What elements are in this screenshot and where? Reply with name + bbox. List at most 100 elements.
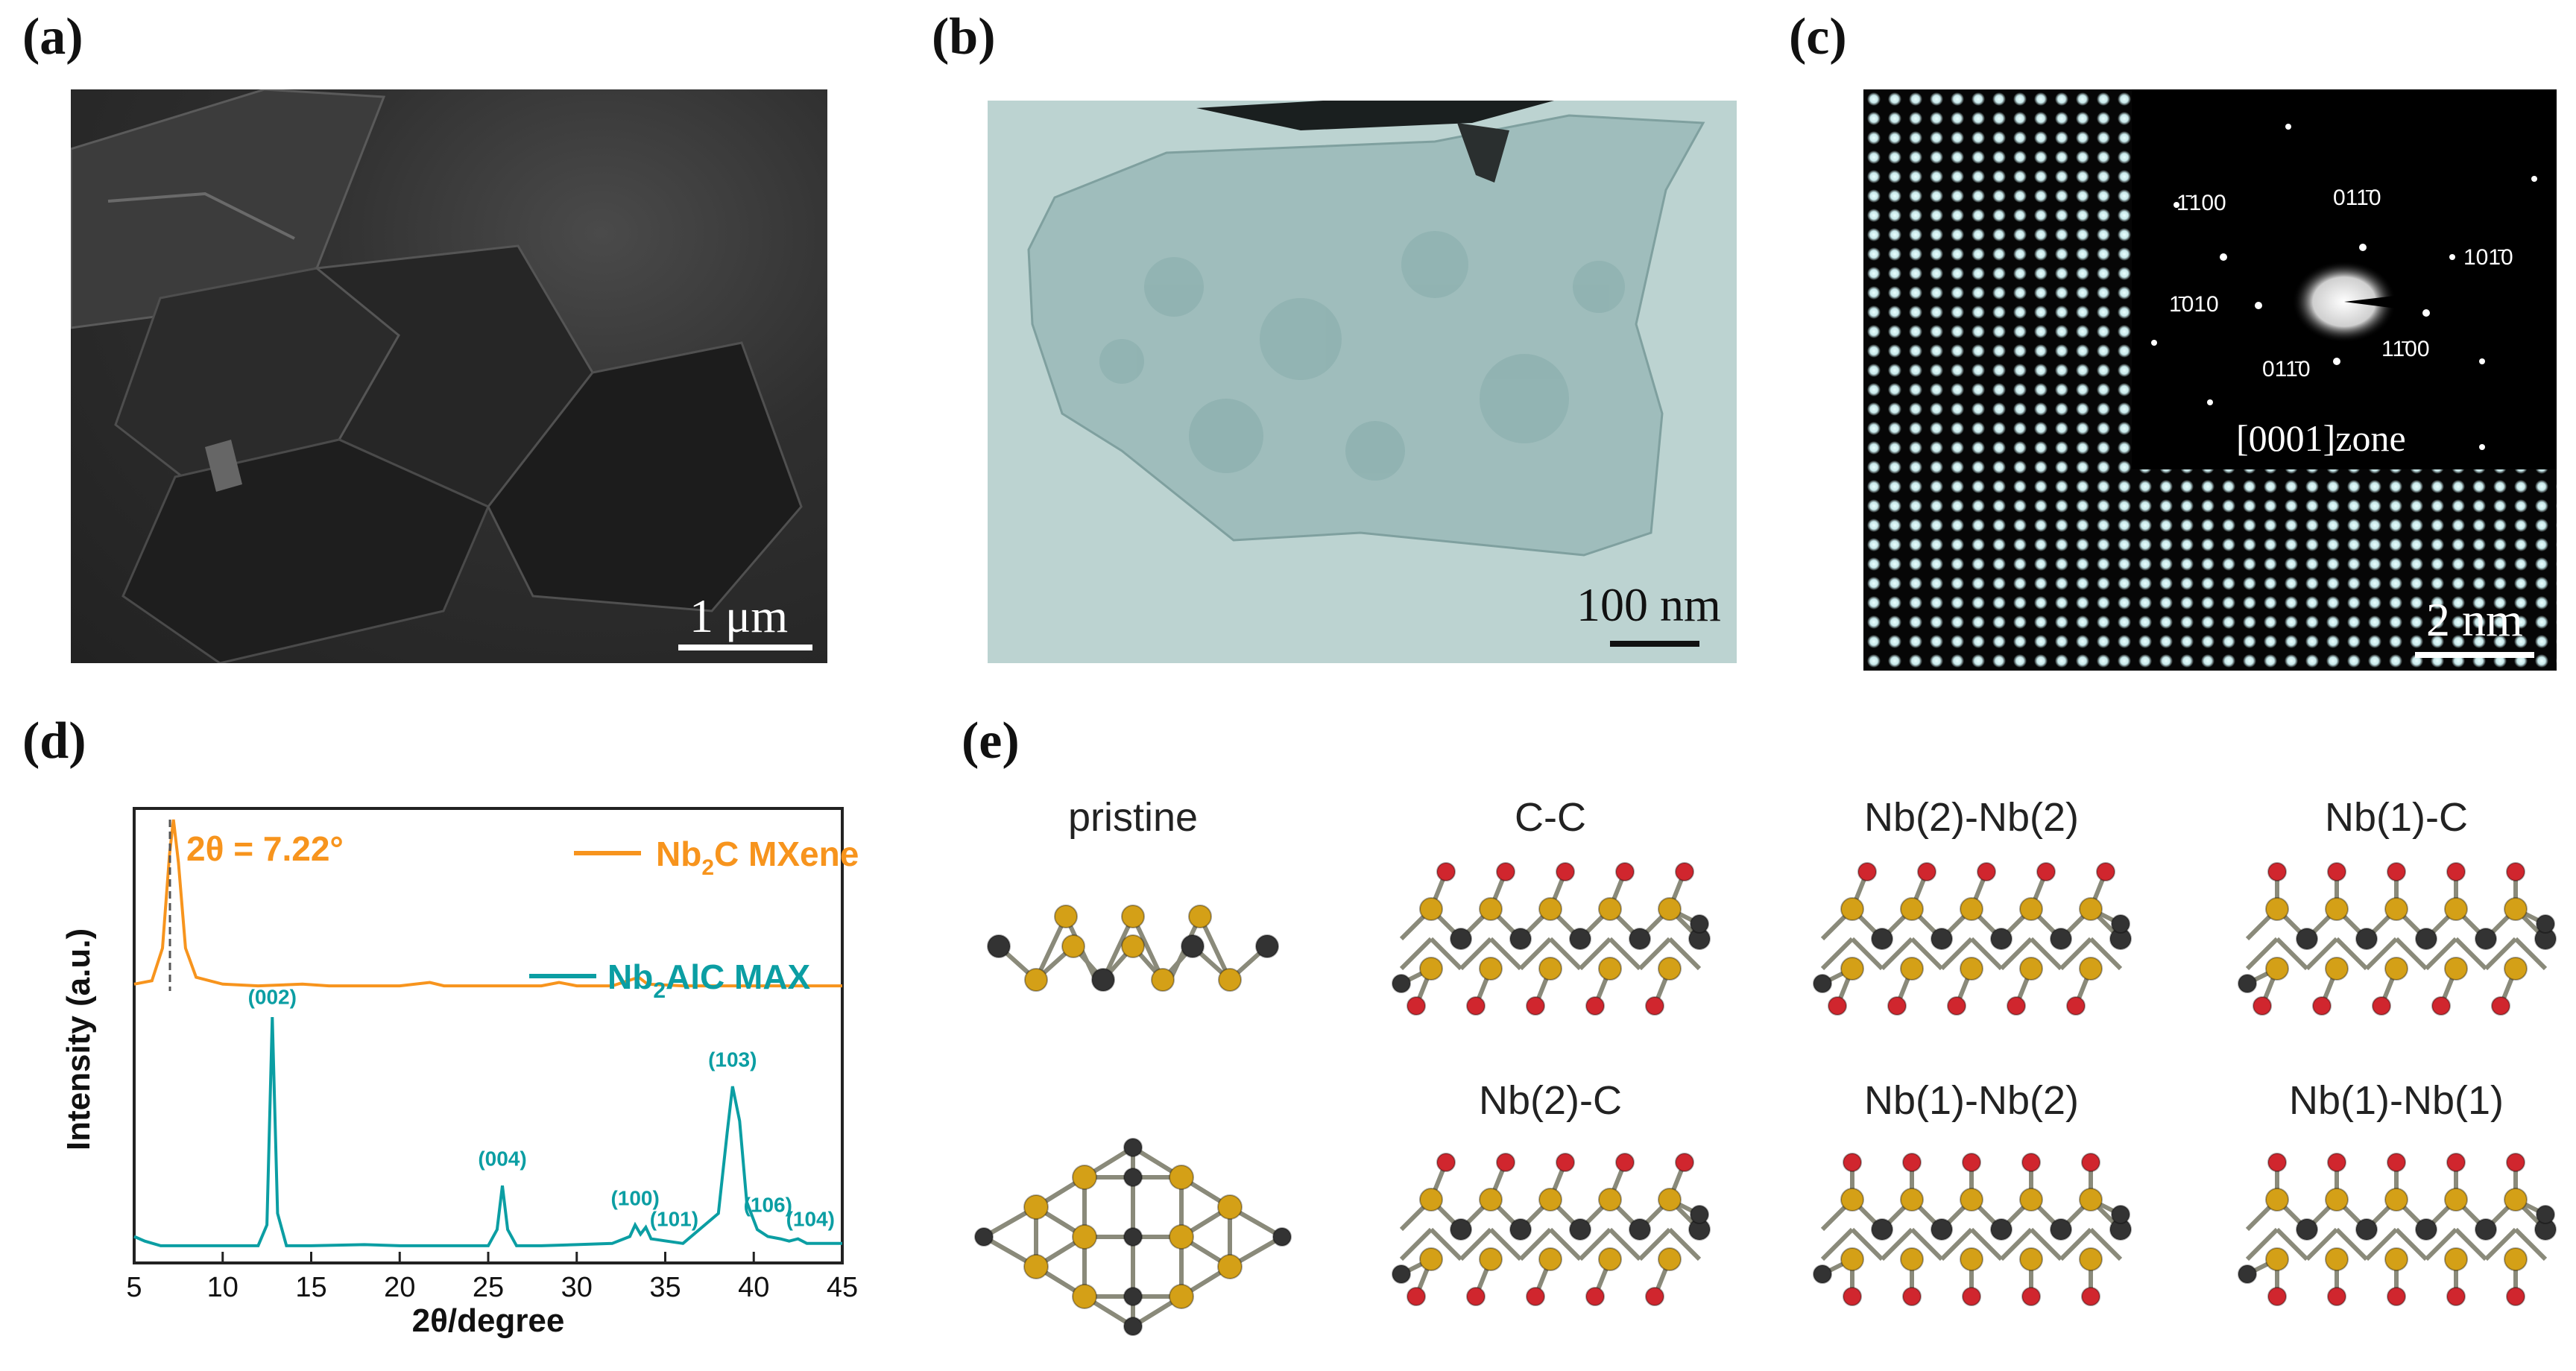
bond xyxy=(1608,1227,1642,1261)
niobium-atom xyxy=(2325,1188,2349,1212)
bond xyxy=(1101,915,1135,981)
oxygen-atom xyxy=(1947,996,1966,1016)
oxygen-atom xyxy=(1857,862,1877,881)
carbon-atom xyxy=(1123,1227,1143,1247)
oxygen-atom xyxy=(1556,862,1575,881)
carbon-atom xyxy=(1931,1218,1953,1241)
tem-image: 100 nm xyxy=(988,101,1737,663)
peak-label: (100) xyxy=(610,1186,659,1209)
niobium-atom xyxy=(1072,1165,1097,1190)
bond xyxy=(1638,937,1672,971)
x-tick-label: 25 xyxy=(473,1272,504,1303)
bond xyxy=(1198,915,1232,981)
niobium-atom xyxy=(1217,1194,1243,1220)
niobium-atom xyxy=(2504,1188,2528,1212)
niobium-atom xyxy=(1023,1254,1049,1279)
bond xyxy=(2513,937,2548,971)
oxygen-atom xyxy=(2253,996,2272,1016)
oxygen-atom xyxy=(2387,1287,2406,1306)
zone-axis-label: [0001]zone xyxy=(2236,417,2406,459)
carbon-atom xyxy=(2050,928,2072,950)
oxygen-atom xyxy=(1436,1153,1456,1172)
carbon-atom xyxy=(1629,928,1651,950)
x-tick-label: 20 xyxy=(384,1272,415,1303)
carbon-atom xyxy=(2536,1205,2555,1224)
bond xyxy=(1548,937,1582,971)
oxygen-atom xyxy=(1962,1153,1981,1172)
niobium-atom xyxy=(2384,957,2408,981)
oxygen-atom xyxy=(2267,1153,2287,1172)
bond xyxy=(1429,1227,1463,1261)
niobium-atom xyxy=(1218,968,1242,992)
niobium-atom xyxy=(1061,934,1085,958)
bond xyxy=(1910,1227,1944,1261)
bond xyxy=(1939,937,1974,971)
bond xyxy=(2275,937,2309,971)
carbon-atom xyxy=(1272,1227,1292,1247)
structure-label: pristine xyxy=(1068,795,1198,840)
bond xyxy=(2059,937,2093,971)
structure-label: Nb(1)-C xyxy=(2325,795,2468,840)
bond xyxy=(2089,937,2123,971)
structure-label: Nb(1)-Nb(1) xyxy=(2289,1078,2504,1123)
carbon-atom xyxy=(1690,1205,1709,1224)
niobium-atom xyxy=(1900,897,1924,921)
niobium-atom xyxy=(1840,1247,1864,1271)
plot-frame xyxy=(133,807,844,1264)
oxygen-atom xyxy=(1615,862,1635,881)
bond xyxy=(2454,937,2488,971)
oxygen-atom xyxy=(1496,1153,1515,1172)
niobium-atom xyxy=(1960,1247,1983,1271)
bond xyxy=(2059,1227,2093,1261)
carbon-atom xyxy=(1123,1287,1143,1306)
niobium-atom xyxy=(1598,1188,1622,1212)
niobium-atom xyxy=(1900,957,1924,981)
x-tick-label: 30 xyxy=(561,1272,593,1303)
niobium-atom xyxy=(2325,1247,2349,1271)
x-tick-label: 5 xyxy=(126,1272,142,1303)
oxygen-atom xyxy=(1917,862,1936,881)
sem-flakes xyxy=(71,89,803,663)
bond xyxy=(2513,1227,2548,1261)
bond xyxy=(1999,937,2033,971)
niobium-atom xyxy=(1658,1188,1682,1212)
bond xyxy=(2394,1227,2428,1261)
niobium-atom xyxy=(1169,1224,1194,1250)
niobium-atom xyxy=(1419,897,1443,921)
carbon-atom xyxy=(1392,1264,1411,1284)
bond xyxy=(2424,1227,2458,1261)
bond xyxy=(1910,937,1944,971)
peak-label: (101) xyxy=(650,1207,698,1230)
niobium-atom xyxy=(2265,1247,2289,1271)
bond xyxy=(2089,1227,2123,1261)
carbon-atom xyxy=(1871,1218,1893,1241)
bond xyxy=(2334,1227,2369,1261)
oxygen-atom xyxy=(1962,1287,1981,1306)
carbon-atom xyxy=(1990,928,2012,950)
oxygen-atom xyxy=(1585,996,1605,1016)
oxygen-atom xyxy=(2096,862,2115,881)
niobium-atom xyxy=(2019,897,2043,921)
saed-spot-label: 1̄100 xyxy=(2176,191,2226,215)
oxygen-atom xyxy=(2066,996,2086,1016)
niobium-atom xyxy=(1151,968,1175,992)
oxygen-atom xyxy=(1645,1287,1664,1306)
x-tick-label: 15 xyxy=(295,1272,326,1303)
carbon-atom xyxy=(2475,928,2497,950)
bond xyxy=(1518,937,1553,971)
carbon-atom xyxy=(1091,968,1115,992)
carbon-atom xyxy=(1123,1317,1143,1336)
niobium-atom xyxy=(2504,897,2528,921)
bond xyxy=(1608,937,1642,971)
oxygen-atom xyxy=(1585,1287,1605,1306)
oxygen-atom xyxy=(2312,996,2332,1016)
peak-label: (002) xyxy=(248,986,297,1009)
niobium-atom xyxy=(1900,1188,1924,1212)
bond xyxy=(1850,1227,1884,1261)
oxygen-atom xyxy=(2387,862,2406,881)
x-tick-label: 45 xyxy=(827,1272,858,1303)
oxygen-atom xyxy=(2021,1153,2041,1172)
oxygen-atom xyxy=(1902,1287,1922,1306)
carbon-atom xyxy=(1629,1218,1651,1241)
